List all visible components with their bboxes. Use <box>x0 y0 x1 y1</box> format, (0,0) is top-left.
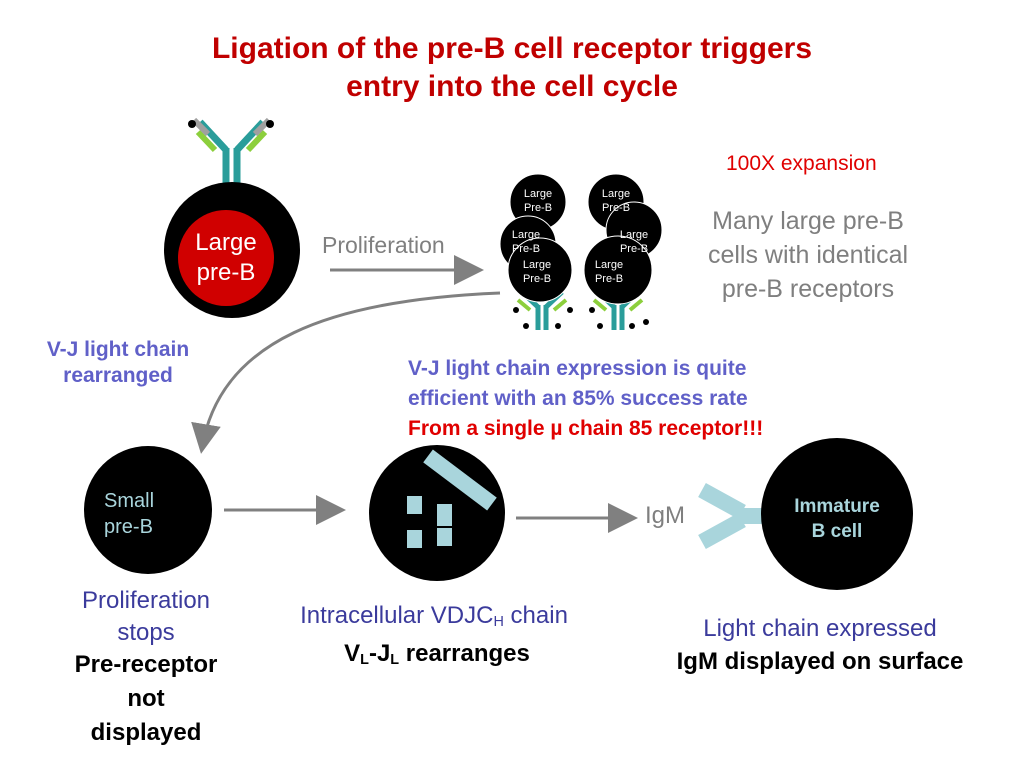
return-arrow <box>191 291 501 454</box>
intracellular-cell <box>369 445 505 581</box>
large-preb-line-2: pre-B <box>196 259 256 286</box>
page-title: Ligation of the pre-B cell receptor trig… <box>0 30 1024 106</box>
title-line-1: Ligation of the pre-B cell receptor trig… <box>211 32 813 65</box>
intracellular-text: Intracellular VDJCH chain <box>300 602 568 630</box>
expansion-label: 100X expansion <box>726 152 877 175</box>
large-preb-line-1: Large <box>195 229 257 256</box>
immature-b-cell <box>761 438 913 590</box>
large-preb-label: Large pre-B <box>176 228 276 288</box>
proliferation-stops-text: Proliferation stops Pre-receptor not dis… <box>74 587 218 746</box>
light-chain-line-2: IgM displayed on surface <box>676 648 964 675</box>
heavy-chain-icon <box>407 449 497 548</box>
cluster-cell-5 <box>507 237 573 303</box>
pre-b-receptor-icon <box>188 117 274 190</box>
efficiency-line-2: efficient with an 85% success rate <box>408 387 748 410</box>
title-line-2: entry into the cell cycle <box>346 70 678 103</box>
immature-b-cell-label: Immature B cell <box>794 496 880 542</box>
proliferation-label: Proliferation <box>322 232 445 258</box>
vj-rearranged-text: V-J light chain rearranged <box>46 338 190 387</box>
many-cells-text: Many large pre-B cells with identical pr… <box>707 207 909 303</box>
efficiency-line-1: V-J light chain expression is quite <box>408 357 747 380</box>
efficiency-text: V-J light chain expression is quite effi… <box>408 354 878 444</box>
igm-receptor-icon <box>698 482 770 550</box>
igm-label: IgM <box>645 502 686 529</box>
cluster-cell-6 <box>583 235 653 305</box>
small-preb-label: Small pre-B <box>104 490 155 538</box>
light-chain-line-1: Light chain expressed <box>703 615 937 642</box>
light-chain-text: Light chain expressed IgM displayed on s… <box>630 612 1010 678</box>
small-preb-cell <box>84 446 212 574</box>
efficiency-line-3: From a single µ chain 85 receptor!!! <box>408 417 764 440</box>
cell-cluster <box>499 173 663 330</box>
large-preb-cell <box>164 117 300 318</box>
vl-jl-text: VL-JL rearranges <box>344 640 530 668</box>
